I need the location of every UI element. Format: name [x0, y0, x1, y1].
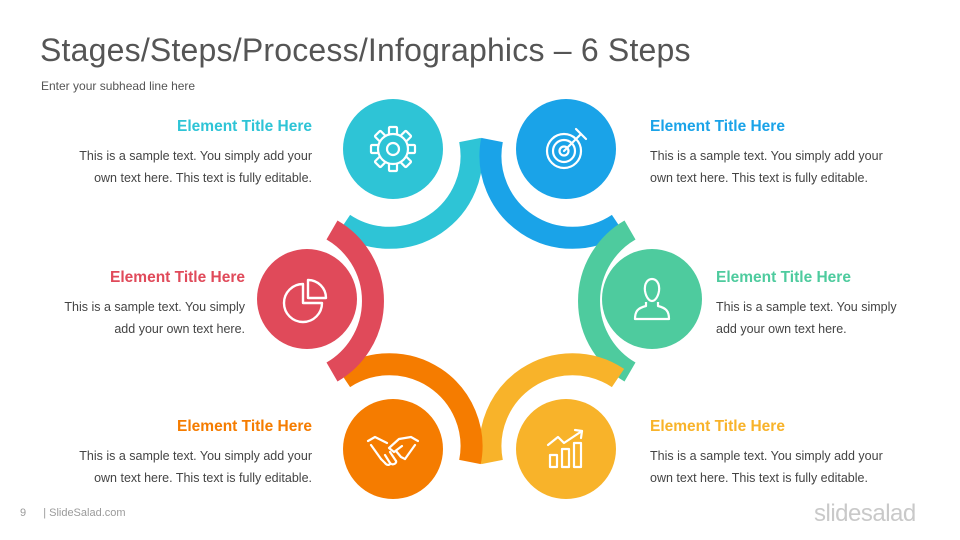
- slide-footer: 9 | SlideSalad.com: [20, 507, 126, 519]
- arc-segment-green: [578, 220, 636, 382]
- step-title: Element Title Here: [177, 118, 312, 135]
- step-5-text: Element Title Here This is a sample text…: [79, 418, 312, 489]
- step-body-line: This is a sample text. You simply add yo…: [79, 149, 312, 163]
- step-body-line: This is a sample text. You simply add yo…: [650, 149, 883, 163]
- step-body-line: own text here. This text is fully editab…: [94, 471, 312, 485]
- slidesalad-logo: slidesalad: [814, 500, 916, 527]
- pie-chart-icon: [282, 278, 328, 324]
- slide-title: Stages/Steps/Process/Infographics – 6 St…: [40, 32, 691, 68]
- step-body-line: own text here. This text is fully editab…: [94, 171, 312, 185]
- step-body-line: own text here. This text is fully editab…: [650, 171, 868, 185]
- step-body-line: This is a sample text. You simply: [716, 300, 897, 314]
- step-circle-orange: [343, 399, 443, 499]
- arc-segment-red: [326, 220, 384, 382]
- step-2-text: Element Title Here This is a sample text…: [650, 118, 883, 189]
- growth-chart-icon: [546, 428, 584, 469]
- step-body-line: own text here. This text is fully editab…: [650, 471, 868, 485]
- arc-segment-cyan: [337, 137, 483, 249]
- arc-segment-yellow: [479, 353, 625, 465]
- step-title: Element Title Here: [110, 269, 245, 286]
- step-body-line: This is a sample text. You simply add yo…: [79, 449, 312, 463]
- step-3-text: Element Title Here This is a sample text…: [64, 269, 245, 340]
- step-title: Element Title Here: [716, 269, 851, 286]
- step-4-text: Element Title Here This is a sample text…: [716, 269, 897, 340]
- user-icon: [633, 277, 671, 321]
- arc-segment-orange: [337, 353, 483, 465]
- step-title: Element Title Here: [177, 418, 312, 435]
- step-circle-green: [602, 249, 702, 349]
- page-number: 9: [20, 507, 27, 519]
- step-circle-red: [257, 249, 357, 349]
- gear-icon: [369, 125, 417, 173]
- handshake-icon: [366, 435, 420, 466]
- slide-subhead: Enter your subhead line here: [41, 79, 196, 93]
- step-title: Element Title Here: [650, 118, 785, 135]
- step-body-line: add your own text here.: [114, 322, 245, 336]
- target-icon: [545, 127, 588, 170]
- arc-segment-blue: [479, 137, 625, 249]
- footer-site-link[interactable]: | SlideSalad.com: [43, 507, 126, 519]
- step-1-text: Element Title Here This is a sample text…: [79, 118, 312, 189]
- step-body-line: This is a sample text. You simply: [64, 300, 245, 314]
- step-title: Element Title Here: [650, 418, 785, 435]
- step-6-text: Element Title Here This is a sample text…: [650, 418, 883, 489]
- step-body-line: This is a sample text. You simply add yo…: [650, 449, 883, 463]
- step-body-line: add your own text here.: [716, 322, 847, 336]
